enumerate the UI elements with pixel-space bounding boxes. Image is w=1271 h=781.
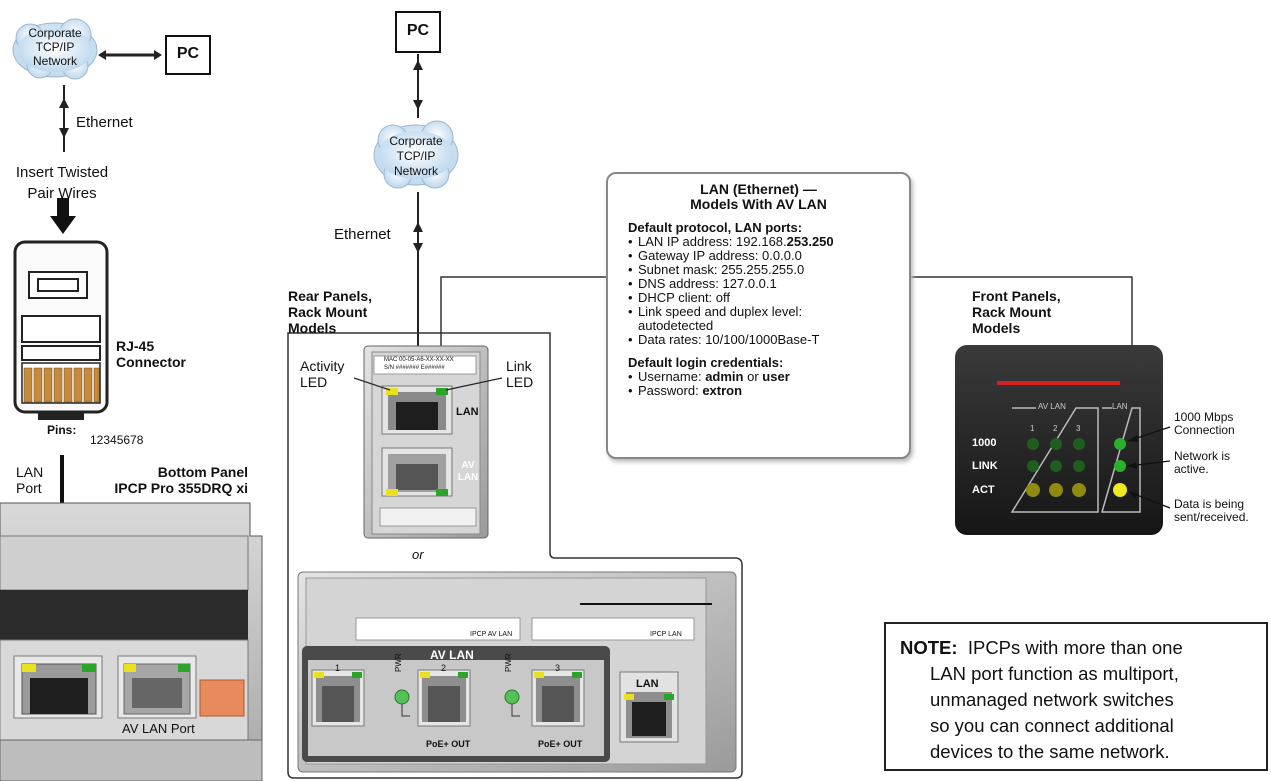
callout-1000: 1000 Mbps Connection bbox=[1174, 410, 1235, 437]
password-value: extron bbox=[702, 383, 743, 398]
front-col-3: 3 bbox=[1076, 424, 1081, 433]
info-item-username: Username: admin or user bbox=[628, 369, 909, 385]
password-prefix: Password: bbox=[638, 383, 703, 398]
note-line1-text: IPCPs with more than one bbox=[967, 637, 1183, 658]
rj45-label: RJ-45 Connector bbox=[116, 338, 186, 370]
insert-arrow bbox=[50, 198, 76, 234]
username-prefix: Username: bbox=[638, 369, 706, 384]
ipcp-av-lan-tag: IPCP AV LAN bbox=[470, 631, 513, 638]
center-network-cloud bbox=[373, 120, 459, 189]
left-pc-label: PC bbox=[176, 45, 200, 62]
or-label: or bbox=[412, 547, 424, 562]
rj45-connector bbox=[13, 240, 109, 420]
poe-out-label-2: PoE+ OUT bbox=[538, 739, 583, 749]
front-row-act: ACT bbox=[972, 484, 995, 496]
left-ethernet-arrow bbox=[59, 85, 69, 152]
info-item-dns: DNS address: 127.0.0.1 bbox=[628, 277, 909, 292]
info-item-ip: LAN IP address: 192.168.253.250 bbox=[628, 234, 909, 250]
insert-instruction: Insert Twisted Pair Wires bbox=[15, 164, 109, 202]
left-ethernet-label: Ethernet bbox=[76, 114, 133, 131]
bottom-panel-device bbox=[0, 502, 263, 781]
left-pc-box bbox=[165, 35, 211, 75]
info-protocol-list: LAN IP address: 192.168.253.250 Gateway … bbox=[628, 234, 909, 348]
note-line2: LAN port function as multiport, bbox=[930, 663, 1179, 684]
center-pc-label: PC bbox=[406, 22, 430, 39]
pwr-label-2: PWR bbox=[504, 653, 513, 672]
callout-act: Data is being sent/received. bbox=[1174, 497, 1249, 524]
rear-panel-large bbox=[297, 571, 737, 773]
pins-label: Pins: bbox=[47, 423, 77, 437]
callout-link: Network is active. bbox=[1174, 449, 1231, 476]
left-network-cloud bbox=[12, 18, 98, 80]
note-line1: NOTE: IPCPs with more than one bbox=[900, 635, 1266, 661]
front-col-1: 1 bbox=[1030, 424, 1035, 433]
username-or: or bbox=[743, 369, 763, 384]
info-section-login: Default login credentials: bbox=[628, 355, 784, 370]
poe-out-label-1: PoE+ OUT bbox=[426, 739, 471, 749]
front-panels-title: Front Panels, Rack Mount Models bbox=[972, 288, 1061, 336]
rear-panel-outline bbox=[287, 332, 743, 779]
note-line4: so you can connect additional bbox=[930, 715, 1174, 736]
username-admin: admin bbox=[705, 369, 744, 384]
port-number-1: 1 bbox=[335, 663, 341, 673]
rear-small-avlan-label: AV LAN bbox=[457, 460, 479, 483]
lan-port-label: LAN Port bbox=[16, 464, 44, 496]
rear-small-lan-label: LAN bbox=[456, 406, 479, 418]
info-item-subnet: Subnet mask: 255.255.255.0 bbox=[628, 263, 909, 278]
front-avlan-label: AV LAN bbox=[1038, 402, 1066, 411]
center-cloud-label: Corporate TCP/IP Network bbox=[389, 134, 443, 178]
front-row-1000: 1000 bbox=[972, 437, 997, 449]
front-col-2: 2 bbox=[1053, 424, 1058, 433]
left-pc-link-arrow bbox=[98, 50, 162, 60]
rear-panels-title: Rear Panels, Rack Mount Models bbox=[288, 288, 373, 336]
rear-panel-small bbox=[353, 345, 503, 539]
info-section-protocol: Default protocol, LAN ports: bbox=[628, 220, 803, 235]
rear-small-mac: MAC 00-05-A6-XX-XX-XX bbox=[384, 357, 454, 363]
note-box: NOTE: IPCPs with more than one LAN port … bbox=[884, 622, 1268, 771]
left-cloud-label: Corporate TCP/IP Network bbox=[28, 26, 82, 68]
note-line5: devices to the same network. bbox=[930, 741, 1170, 762]
info-item-data-rates: Data rates: 10/100/1000Base-T bbox=[628, 333, 909, 348]
info-item-ip-text: LAN IP address: 192.168. bbox=[638, 234, 787, 249]
center-pc-box bbox=[395, 11, 441, 53]
port-number-2: 2 bbox=[441, 663, 447, 673]
bottom-panel-title: Bottom Panel bbox=[157, 464, 248, 480]
bottom-panel-model: IPCP Pro 355DRQ xi bbox=[114, 480, 248, 496]
info-item-link-speed: Link speed and duplex level: autodetecte… bbox=[628, 305, 858, 333]
info-login-list: Username: admin or user Password: extron bbox=[628, 369, 909, 399]
info-title-line1: LAN (Ethernet) — bbox=[700, 181, 817, 197]
front-row-link: LINK bbox=[972, 460, 998, 472]
av-lan-port-label: AV LAN Port bbox=[122, 721, 195, 736]
lan-info-box: LAN (Ethernet) — Models With AV LAN Defa… bbox=[606, 172, 911, 459]
rear-large-lan-label: LAN bbox=[636, 678, 659, 690]
rear-large-avlan-header: AV LAN bbox=[430, 648, 474, 662]
port-number-3: 3 bbox=[555, 663, 561, 673]
info-title-line2: Models With AV LAN bbox=[690, 196, 827, 212]
note-line3: unmanaged network switches bbox=[930, 689, 1174, 710]
info-item-password: Password: extron bbox=[628, 383, 909, 399]
center-pc-link-arrow bbox=[413, 54, 423, 118]
pwr-label-1: PWR bbox=[394, 653, 403, 672]
info-item-gateway: Gateway IP address: 0.0.0.0 bbox=[628, 249, 808, 264]
note-heading: NOTE: bbox=[900, 637, 958, 658]
center-ethernet-label: Ethernet bbox=[334, 226, 391, 243]
info-item-dhcp: DHCP client: off bbox=[628, 291, 909, 306]
info-item-ip-bold: 253.250 bbox=[786, 234, 834, 249]
activity-led-label: Activity LED bbox=[300, 358, 345, 390]
link-led-label: Link LED bbox=[506, 358, 534, 390]
pin-numbers: 12345678 bbox=[90, 433, 144, 447]
ipcp-lan-tag: IPCP LAN bbox=[650, 631, 682, 638]
front-panel bbox=[955, 345, 1171, 535]
front-led-grid bbox=[1026, 438, 1127, 497]
front-lan-label: LAN bbox=[1112, 402, 1128, 411]
username-user: user bbox=[762, 369, 790, 384]
rear-small-sn: S/N ####### E###### bbox=[384, 365, 445, 371]
